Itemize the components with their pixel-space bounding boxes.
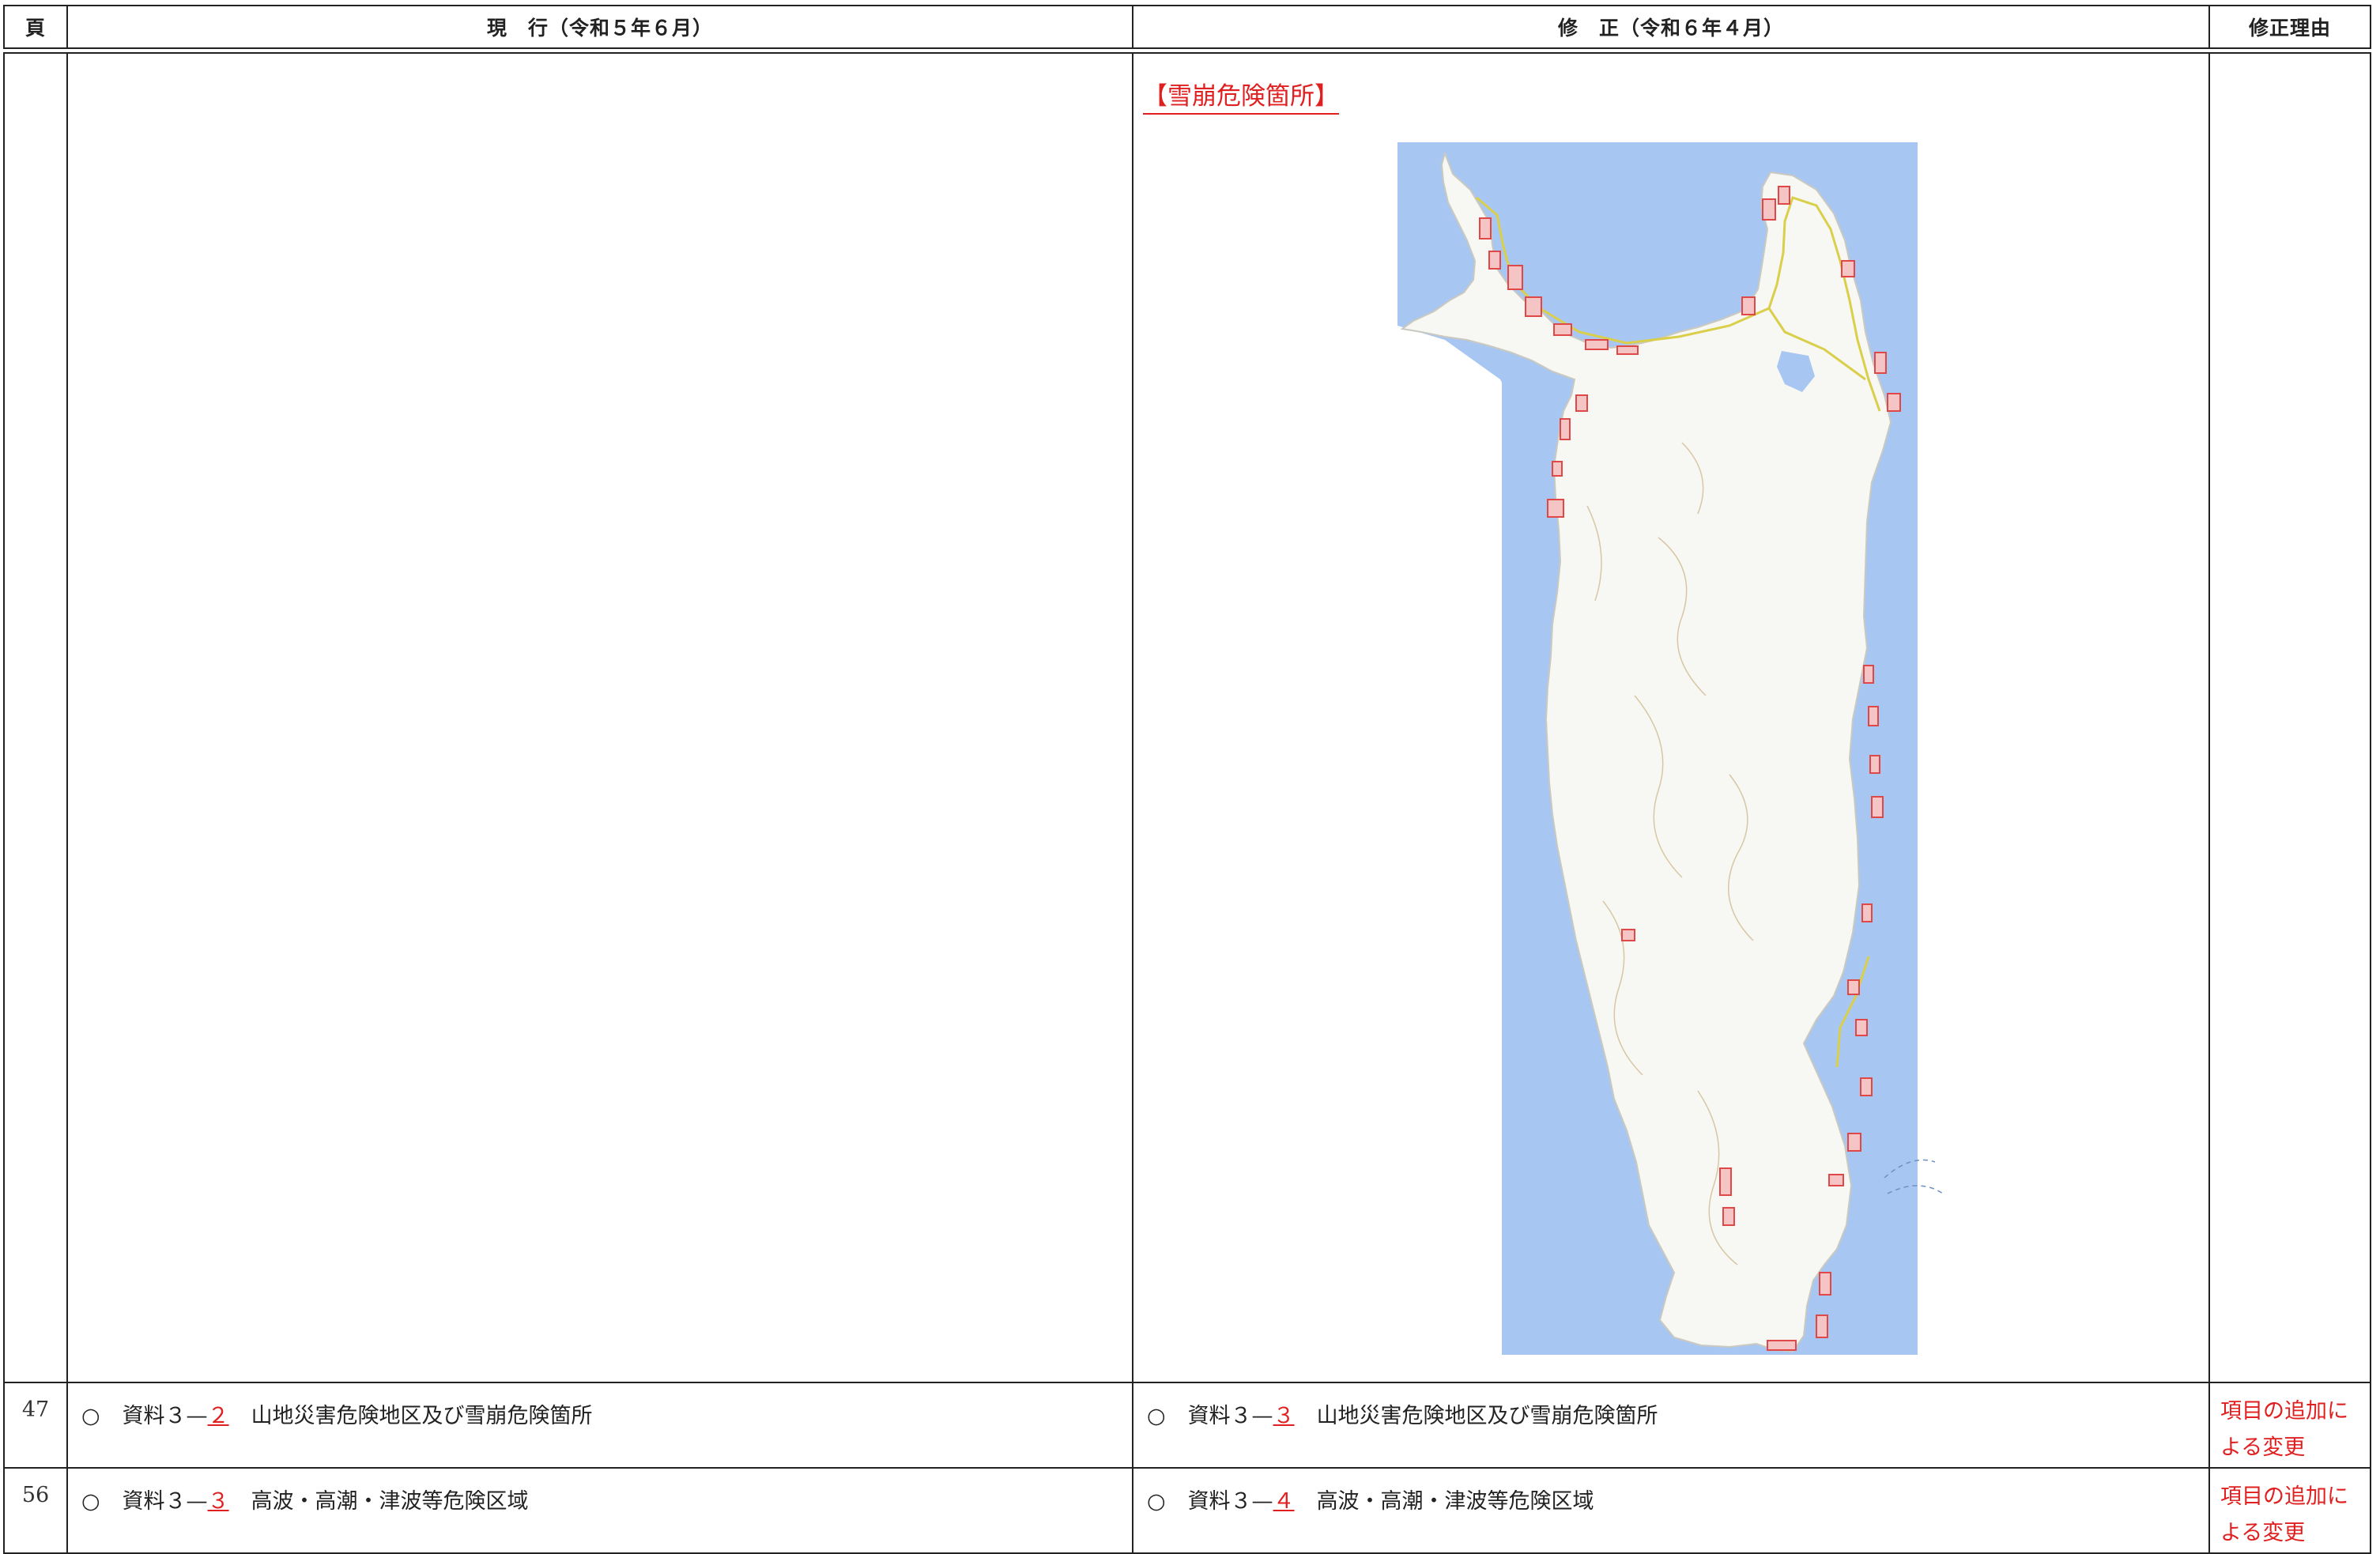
reason-line: 項目の追加に [2220,1399,2348,1424]
item-number: ２ [207,1404,229,1428]
island-map-image [1397,142,1944,1355]
hazard-zones [1479,186,1901,1351]
reason-cell: 項目の追加に よる変更 [2208,1382,2371,1469]
revised-item: ○ 資料３—３ 山地災害危険地区及び雪崩危険箇所 [1134,1384,2208,1429]
page-cell-empty [3,52,68,1383]
item-text: 高波・高潮・津波等危険区域 [1316,1489,1594,1514]
bullet-circle: ○ [81,1404,100,1428]
bullet-circle: ○ [1147,1489,1166,1514]
reason-text: 項目の追加に よる変更 [2211,1384,2369,1466]
revised-item-cell: ○ 資料３—３ 山地災害危険地区及び雪崩危険箇所 [1132,1382,2210,1469]
bullet-circle: ○ [1147,1404,1166,1428]
page-number: 47 [3,1382,68,1469]
island-landmass [1400,150,1892,1353]
current-item-cell: ○ 資料３—３ 高波・高潮・津波等危険区域 [66,1467,1133,1554]
current-item: ○ 資料３—３ 高波・高潮・津波等危険区域 [69,1469,1131,1514]
header-reason: 修正理由 [2208,5,2371,49]
current-item: ○ 資料３—２ 山地災害危険地区及び雪崩危険箇所 [69,1384,1131,1429]
item-prefix: 資料３— [122,1404,208,1428]
item-prefix: 資料３— [1187,1404,1273,1428]
table-header: 頁 現 行（令和５年６月） 修 正（令和６年４月） 修正理由 [3,5,2371,49]
item-text: 山地災害危険地区及び雪崩危険箇所 [251,1404,593,1428]
island-map [1397,142,1948,1366]
revised-item: ○ 資料３—４ 高波・高潮・津波等危険区域 [1134,1469,2208,1514]
reason-line: 項目の追加に [2220,1484,2348,1509]
bullet-circle: ○ [81,1489,100,1514]
map-road [1476,196,1881,412]
reason-text: 項目の追加に よる変更 [2211,1469,2369,1552]
reason-cell-empty [2208,52,2371,1383]
item-text: 高波・高潮・津波等危険区域 [251,1489,529,1514]
header-page: 頁 [3,5,68,49]
revised-map-cell: 【雪崩危険箇所】 [1132,52,2210,1383]
item-text: 山地災害危険地区及び雪崩危険箇所 [1316,1404,1658,1428]
item-number: ３ [207,1489,229,1514]
item-number: ４ [1273,1489,1295,1514]
table-row-map: 【雪崩危険箇所】 [3,52,2371,1383]
comparison-table: 【雪崩危険箇所】 [3,52,2371,1554]
item-prefix: 資料３— [1187,1489,1273,1514]
current-item-cell: ○ 資料３—２ 山地災害危険地区及び雪崩危険箇所 [66,1382,1133,1469]
page-number: 56 [3,1467,68,1554]
reason-line: よる変更 [2220,1521,2306,1545]
current-cell-empty [66,52,1133,1383]
revised-item-cell: ○ 資料３—４ 高波・高潮・津波等危険区域 [1132,1467,2210,1554]
header-current: 現 行（令和５年６月） [66,5,1133,49]
header-revised: 修 正（令和６年４月） [1132,5,2210,49]
item-number: ３ [1273,1404,1295,1428]
reason-line: よる変更 [2220,1435,2306,1460]
snow-hazard-title: 【雪崩危険箇所】 [1143,76,1339,115]
item-prefix: 資料３— [122,1489,208,1514]
reason-cell: 項目の追加に よる変更 [2208,1467,2371,1554]
